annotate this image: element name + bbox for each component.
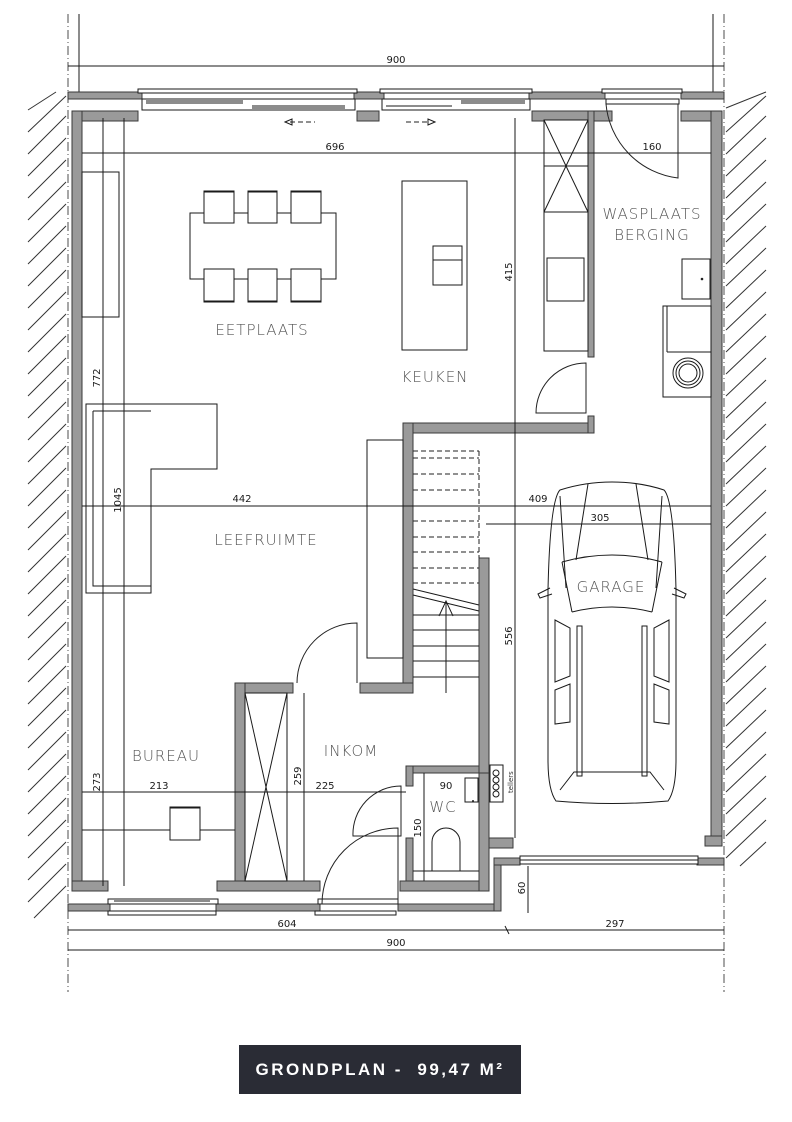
- plan-title-badge: GRONDPLAN - 99,47 M²: [239, 1045, 521, 1094]
- dim-garage-width-inner: 305: [590, 513, 609, 524]
- room-label-bureau: BUREAU: [132, 747, 200, 765]
- plan-title: GRONDPLAN - 99,47 M²: [255, 1059, 505, 1079]
- staircase: [412, 450, 480, 693]
- dim-dining-width: 696: [325, 142, 344, 153]
- room-label-garage: GARAGE: [577, 578, 646, 596]
- dim-garage-width-outer: 409: [528, 494, 547, 505]
- dining-table: [189, 190, 337, 303]
- neighbor-hatch-left: [27, 91, 67, 919]
- dim-bureau-width: 213: [149, 781, 168, 792]
- kitchen-island: [401, 180, 468, 351]
- desk: [82, 806, 235, 841]
- dim-bottom-left: 604: [277, 919, 296, 930]
- dim-garage-depth: 556: [504, 626, 515, 645]
- sideboard: [81, 171, 120, 318]
- dim-living-width: 442: [232, 494, 251, 505]
- kitchen-counter: [543, 119, 589, 352]
- dim-wasplaats-width: 160: [642, 142, 661, 153]
- room-label-wasplaats: WASPLAATS: [603, 205, 702, 223]
- room-label-eetplaats: EETPLAATS: [215, 321, 308, 339]
- meters-label: tellers: [507, 771, 515, 793]
- room-label-leefruimte: LEEFRUIMTE: [214, 531, 317, 549]
- dim-wc-depth: 150: [413, 818, 424, 837]
- dim-inkom-depth: 259: [293, 766, 304, 785]
- dimension-texts: 900 696 160 415 772 1045 442 409 305 556…: [92, 55, 662, 949]
- property-axes: [67, 14, 725, 992]
- dim-bureau-depth: 273: [92, 772, 103, 791]
- dim-bottom-right: 297: [605, 919, 624, 930]
- room-labels: EETPLAATS KEUKEN WASPLAATS BERGING LEEFR…: [132, 205, 702, 816]
- closet: [244, 692, 288, 882]
- dim-bottom-total: 900: [386, 938, 405, 949]
- neighbor-hatch-right: [725, 91, 767, 867]
- walls: [67, 91, 725, 912]
- room-label-wc: WC: [429, 798, 456, 816]
- room-label-keuken: KEUKEN: [402, 368, 469, 386]
- dim-top-total: 900: [386, 55, 405, 66]
- sofa: [85, 403, 218, 594]
- dim-kitchen-depth: 415: [504, 262, 515, 281]
- tv-cabinet: [366, 439, 404, 659]
- sliding-arrows: [283, 118, 437, 126]
- dim-inkom-width: 225: [315, 781, 334, 792]
- laundry-appliances: [662, 258, 712, 398]
- car: [537, 481, 687, 804]
- doors: [296, 103, 679, 905]
- dimension-lines: [68, 65, 724, 951]
- meters: tellers: [489, 764, 515, 803]
- dim-garage-setback: 60: [517, 882, 528, 895]
- windows: [107, 88, 699, 916]
- dim-left-depth-total: 1045: [113, 487, 124, 512]
- dim-left-depth-upper: 772: [92, 368, 103, 387]
- room-label-inkom: INKOM: [324, 742, 378, 760]
- room-label-berging: BERGING: [614, 226, 690, 244]
- dim-wc-width: 90: [440, 781, 453, 792]
